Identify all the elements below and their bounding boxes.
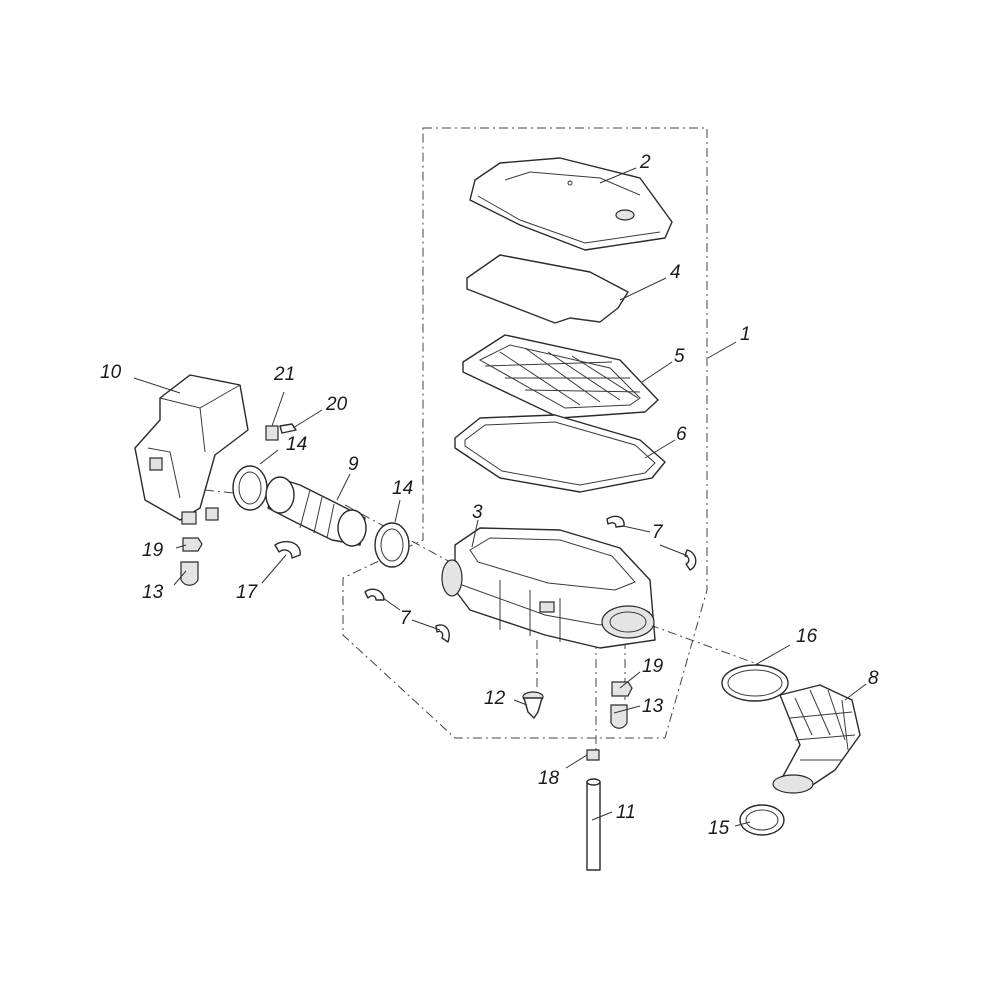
part-17-hose-clip — [274, 540, 301, 559]
callout-8: 8 — [868, 668, 879, 689]
part-20-screw — [279, 423, 297, 434]
part-16-hose-clamp — [721, 664, 789, 702]
part-12-drain-valve — [522, 691, 544, 719]
callout-14-left: 14 — [286, 434, 307, 455]
callout-11: 11 — [616, 802, 636, 823]
assembly-boundary — [342, 127, 708, 739]
callout-19-right: 19 — [642, 656, 664, 677]
part-4-filter-element — [466, 254, 629, 324]
callout-20: 20 — [325, 394, 348, 415]
callout-10: 10 — [100, 362, 122, 383]
callout-5: 5 — [674, 346, 685, 367]
callout-21: 21 — [273, 364, 295, 385]
leader-lines — [133, 167, 867, 827]
callout-7-lower: 7 — [400, 608, 412, 629]
part-8-intake-hose — [772, 684, 861, 794]
part-19-right-fitting — [611, 681, 633, 697]
callout-13-left: 13 — [142, 582, 164, 603]
callout-16: 16 — [796, 626, 818, 647]
callout-6: 6 — [676, 424, 687, 445]
callout-12: 12 — [484, 688, 506, 709]
callout-2: 2 — [639, 152, 651, 173]
callout-7-upper: 7 — [652, 522, 664, 543]
callout-14-right: 14 — [392, 478, 413, 499]
part-13-left-plug — [180, 561, 199, 586]
callout-9: 9 — [348, 454, 359, 475]
callout-labels: 1 2 3 4 5 6 7 7 8 9 10 11 12 13 13 14 14… — [100, 152, 879, 839]
part-3-airbox-base — [441, 527, 656, 649]
part-6-seal-gasket — [454, 414, 666, 493]
part-21-clip — [265, 425, 279, 441]
callout-3: 3 — [472, 502, 483, 523]
part-2-airbox-lid — [469, 157, 673, 251]
part-15-hose-clamp — [739, 804, 785, 836]
callout-18: 18 — [538, 768, 560, 789]
part-11-drain-tube — [586, 778, 601, 871]
callout-1: 1 — [740, 324, 751, 345]
part-19-left-fitting — [182, 537, 203, 552]
callout-4: 4 — [670, 262, 681, 283]
part-18-small-clamp — [586, 749, 600, 761]
callout-19-left: 19 — [142, 540, 164, 561]
callout-17: 17 — [236, 582, 259, 603]
part-7-clips — [364, 515, 697, 643]
part-5-filter-grid — [462, 334, 659, 419]
part-9-intake-duct — [265, 476, 367, 547]
callout-15: 15 — [708, 818, 730, 839]
part-13-right-plug — [610, 704, 628, 729]
part-14-hose-clamps — [232, 465, 410, 568]
callout-13-right: 13 — [642, 696, 664, 717]
part-10-intake-box — [134, 374, 249, 525]
